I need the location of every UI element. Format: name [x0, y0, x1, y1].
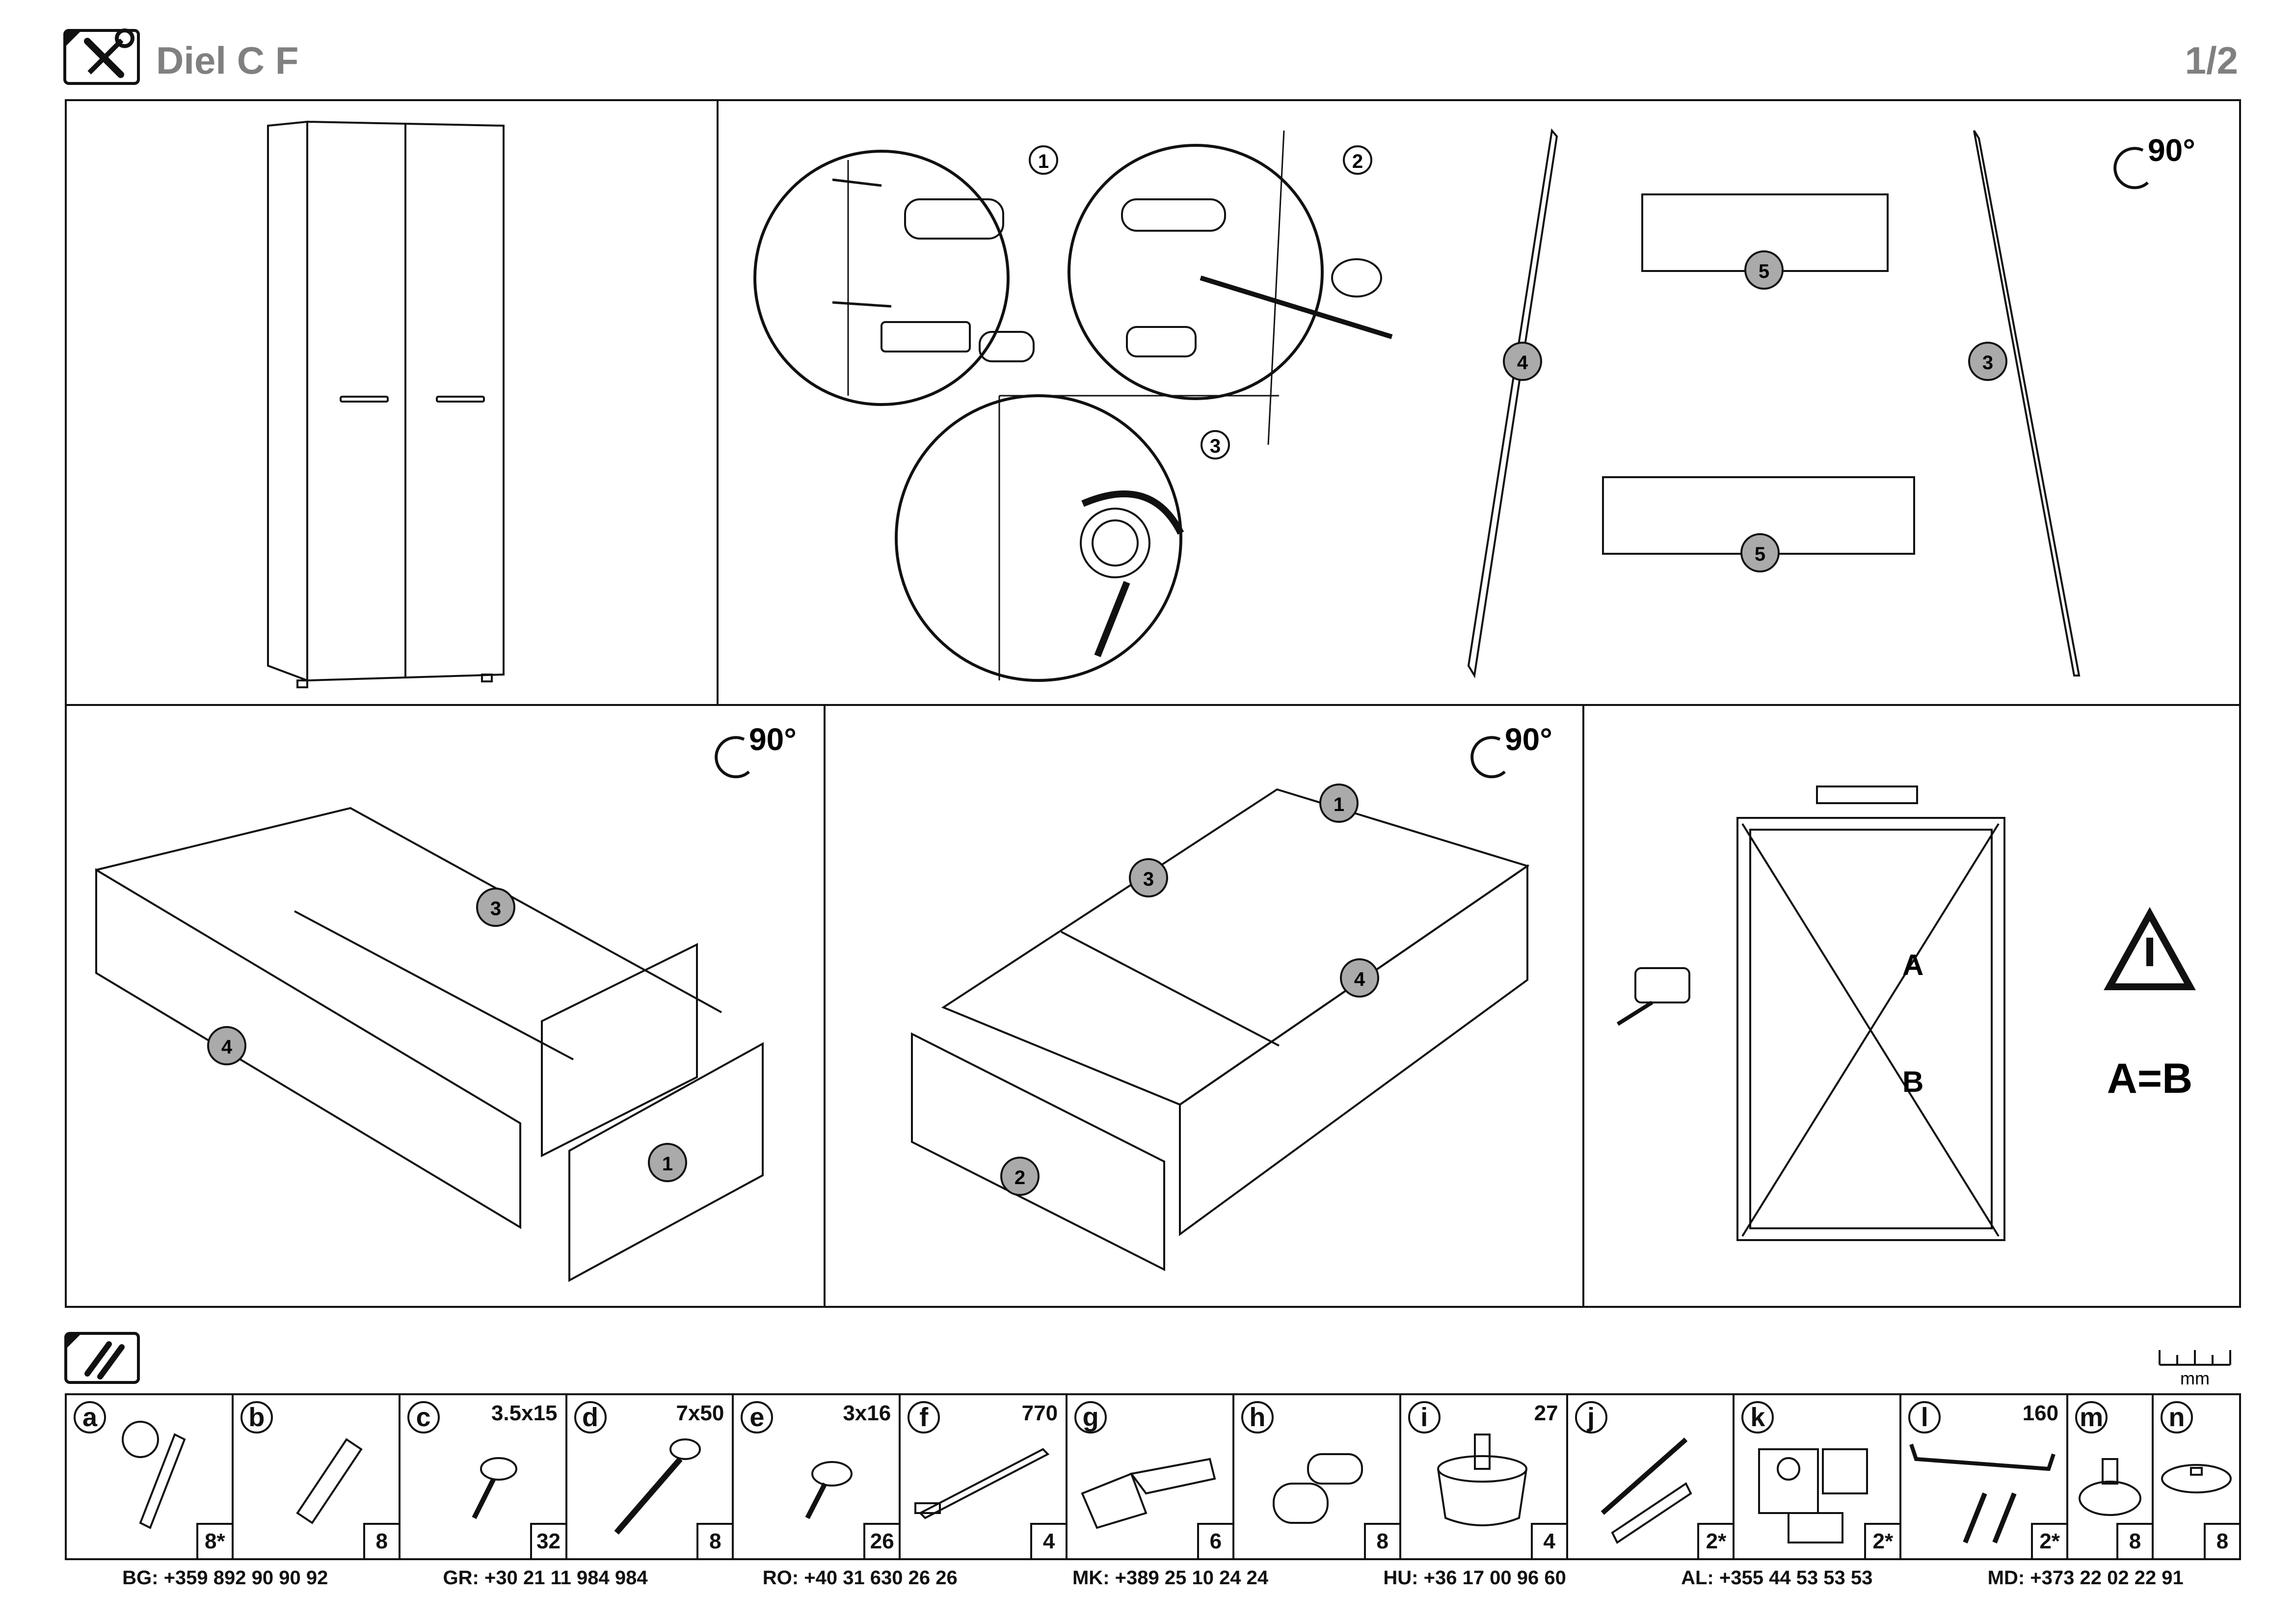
phone-bg: BG: +359 892 90 90 92	[122, 1567, 328, 1589]
part-g: g 6	[1068, 1395, 1234, 1558]
carcass-assembly-2	[911, 788, 1530, 1272]
part-markers-top: 4 3 5 5	[1503, 250, 2007, 572]
document-title: Diel C F	[156, 39, 299, 82]
rotate-90-mid: 90°	[1505, 722, 1552, 757]
svg-text:4: 4	[1354, 969, 1365, 990]
equality-warning: A=B	[2107, 1055, 2192, 1102]
foot-icon	[1437, 1434, 1527, 1526]
part-n: n 8	[2154, 1395, 2239, 1558]
long-screw-icon	[614, 1438, 701, 1535]
svg-text:1: 1	[1334, 794, 1344, 815]
part-f: f 770 4	[901, 1395, 1068, 1558]
diagonal-b-label: B	[1902, 1065, 1923, 1098]
fitting-detail-circles	[753, 130, 1393, 682]
handle-icon	[1909, 1443, 2056, 1543]
ruler-icon: mm	[2159, 1350, 2231, 1388]
glide-icon	[2161, 1464, 2232, 1493]
phone-hu: HU: +36 17 00 96 60	[1383, 1567, 1566, 1589]
diagonal-a-label: A	[1902, 948, 1923, 981]
dowel-icon	[296, 1438, 363, 1524]
anchor-screw-icon	[1601, 1437, 1692, 1544]
carcass-assembly-1	[95, 807, 764, 1282]
diagonal-check	[1616, 785, 2196, 1241]
svg-text:3: 3	[490, 898, 501, 920]
part-e: e 3x16 26	[734, 1395, 901, 1558]
screw-icon	[472, 1457, 517, 1519]
rotate-90-left: 90°	[749, 722, 797, 757]
step-callouts: 1 2 3	[1029, 145, 1372, 460]
bracket-icon	[1758, 1448, 1869, 1543]
profile-icon	[914, 1448, 1050, 1519]
assembly-steps: 1 2 3 4 3 5 5 90° 90° 90° 3	[65, 99, 2241, 1308]
svg-text:1: 1	[662, 1153, 673, 1175]
rotate-90-top: 90°	[2148, 133, 2195, 168]
part-d: d 7x50 8	[567, 1395, 734, 1558]
page-number: 1/2	[2185, 39, 2238, 82]
rotate-labels: 90° 90° 90°	[715, 133, 2195, 779]
ruler-unit: mm	[2180, 1368, 2210, 1388]
shelf-pin-icon	[1272, 1453, 1363, 1524]
tools-icon	[63, 28, 140, 85]
marker-5-bottom: 5	[1755, 543, 1765, 565]
phone-al: AL: +355 44 53 53 53	[1681, 1567, 1873, 1589]
part-b: b 8	[234, 1395, 400, 1558]
part-l: l 160 2*	[1901, 1395, 2069, 1558]
screws-icon	[64, 1332, 140, 1384]
marker-4: 4	[1517, 352, 1528, 374]
cam-lock-icon	[122, 1421, 186, 1529]
phone-ro: RO: +40 31 630 26 26	[762, 1567, 958, 1589]
part-k: k 2*	[1735, 1395, 1902, 1558]
part-c: c 3.5x15 32	[400, 1395, 567, 1558]
phone-numbers: BG: +359 892 90 90 92 GR: +30 21 11 984 …	[65, 1567, 2241, 1589]
phone-md: MD: +373 22 02 22 91	[1987, 1567, 2184, 1589]
marker-3: 3	[1982, 352, 1993, 374]
part-a: a 8*	[67, 1395, 234, 1558]
phone-gr: GR: +30 21 11 984 984	[443, 1567, 648, 1589]
svg-text:2: 2	[1015, 1167, 1025, 1189]
wardrobe-illustration	[267, 120, 505, 688]
diagonal-labels: A B A=B	[1902, 948, 2192, 1102]
hinge-icon	[1081, 1458, 1216, 1529]
callout-3: 3	[1210, 435, 1221, 457]
carcass-exploded	[1467, 128, 2081, 678]
part-h: h 8	[1234, 1395, 1401, 1558]
part-j: j 2*	[1568, 1395, 1735, 1558]
part-i: i 27 4	[1401, 1395, 1568, 1558]
callout-2: 2	[1352, 151, 1363, 172]
parts-list: a 8* b 8 c 3.5x15 32 d 7x50 8 e 3x16 26 …	[65, 1393, 2241, 1560]
svg-text:3: 3	[1143, 868, 1154, 890]
part-qty: 8*	[196, 1523, 232, 1558]
cap-icon	[2079, 1458, 2142, 1516]
round-head-screw-icon	[805, 1461, 853, 1519]
part-m: m 8	[2068, 1395, 2154, 1558]
phone-mk: MK: +389 25 10 24 24	[1072, 1567, 1269, 1589]
callout-1: 1	[1038, 151, 1049, 172]
part-markers-p4: 1 3 4 2	[1000, 784, 1379, 1196]
part-letter: a	[74, 1401, 106, 1434]
svg-text:4: 4	[221, 1036, 233, 1058]
steps-drawing: 1 2 3 4 3 5 5 90° 90° 90° 3	[67, 101, 2239, 1306]
part-markers-p3: 3 4 1	[207, 888, 687, 1182]
marker-5-top: 5	[1759, 261, 1769, 282]
